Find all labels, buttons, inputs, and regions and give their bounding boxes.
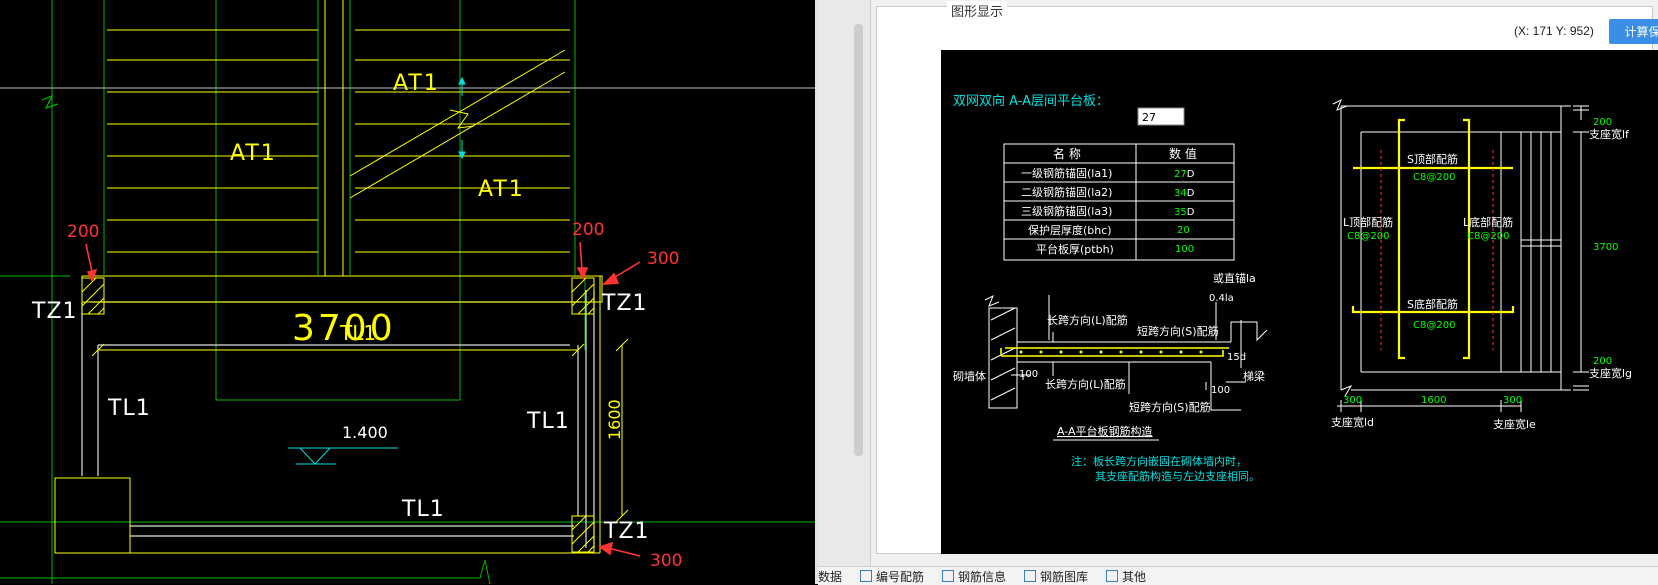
label-short-top: 短跨方向(S)配筋 <box>1137 324 1219 338</box>
label-wall: 砌墙体 <box>953 369 986 383</box>
value-unit: D <box>1187 188 1195 199</box>
value-number: 34 <box>1174 188 1187 199</box>
dim-label: 200 <box>572 220 604 240</box>
table-cell-name: 平台板厚(ptbh) <box>1036 242 1114 256</box>
label-tl1: TL1 <box>107 396 151 421</box>
rebar-detail-svg: 双网双向 A-A层间平台板： 27 名 称 数 <box>953 93 1632 483</box>
doc-icon <box>860 570 872 582</box>
calculate-save-button[interactable]: 计算保存 <box>1609 19 1658 44</box>
label-long-bottom: 长跨方向(L)配筋 <box>1045 377 1126 391</box>
dim-200-top: 200 <box>1593 117 1612 128</box>
value-number: 35 <box>1174 207 1187 218</box>
spec-s-top: C8@200 <box>1413 172 1455 183</box>
spec-l-bottom: C8@200 <box>1467 231 1509 242</box>
table-cell-value[interactable]: 27D <box>1174 169 1195 180</box>
label-tl1: TL1 <box>526 409 570 434</box>
label-l-top: L顶部配筋 <box>1343 215 1393 229</box>
side-scrollbar[interactable] <box>854 24 863 456</box>
label-long-top: 长跨方向(L)配筋 <box>1047 313 1128 327</box>
dim-1600: 1600 <box>605 399 624 440</box>
tab-rebar-library[interactable]: 钢筋图库 <box>1024 568 1088 585</box>
table-header-name: 名 称 <box>1053 146 1081 161</box>
rebar-app-window: 图形显示 (X: 171 Y: 952) 计算保存 双网双向 A-A层间平台板：… <box>818 0 1658 585</box>
spec-l-top: C8@200 <box>1347 231 1389 242</box>
dim-3700: 3700 <box>292 308 396 349</box>
cad-viewport[interactable]: AT1 AT1 AT1 200 200 300 300 3700 TL1 TZ1… <box>0 0 818 584</box>
drawing-title: 双网双向 A-A层间平台板： <box>953 93 1109 109</box>
label-support-lg: 支座宽lg <box>1589 366 1632 380</box>
label-at1: AT1 <box>393 71 440 96</box>
table-cell-value[interactable]: 35D <box>1174 207 1195 218</box>
plan-rebars <box>1351 118 1515 360</box>
panel-title: 图形显示 <box>947 1 1008 20</box>
label-tz1: TZ1 <box>601 291 648 316</box>
note-line-1: 注：板长跨方向嵌固在砌体墙内时， <box>1071 454 1247 468</box>
tab-numbering-rebar[interactable]: 编号配筋 <box>860 568 924 585</box>
dim-3700: 3700 <box>1593 242 1618 253</box>
label-support-le: 支座宽le <box>1493 417 1536 431</box>
table-cell-name: 一级钢筋锚固(la1) <box>1021 166 1112 180</box>
table-cell-value[interactable]: 20 <box>1177 225 1190 236</box>
doc-icon <box>1106 570 1118 582</box>
dim-label: 200 <box>67 222 99 242</box>
note-line-2: 其支座配筋构造与左边支座相同。 <box>1095 469 1260 483</box>
table-cell-name: 三级钢筋锚固(la3) <box>1021 204 1112 218</box>
label-support-ld: 支座宽ld <box>1331 415 1374 429</box>
coordinate-readout: (X: 171 Y: 952) <box>1514 24 1594 38</box>
label-s-bottom: S底部配筋 <box>1407 297 1458 311</box>
table-cell-name: 保护层厚度(bhc) <box>1028 223 1112 237</box>
dim-300-left: 300 <box>1343 395 1362 406</box>
elevation-label: 1.400 <box>342 423 388 442</box>
table-cell-value[interactable]: 100 <box>1175 244 1194 255</box>
dim-200-bottom: 200 <box>1593 356 1612 367</box>
graphic-display-group: 图形显示 (X: 171 Y: 952) 计算保存 双网双向 A-A层间平台板：… <box>876 1 1658 554</box>
label-tz1: TZ1 <box>31 299 78 324</box>
label-s-top: S顶部配筋 <box>1407 152 1458 166</box>
label-at1: AT1 <box>230 141 277 166</box>
image-icon <box>1024 570 1036 582</box>
side-list-pane <box>818 0 871 570</box>
table-cell-value[interactable]: 34D <box>1174 188 1195 199</box>
label-tl1: TL1 <box>401 497 445 522</box>
section-detail-lines <box>984 294 1268 411</box>
label-support-lf: 支座宽lf <box>1589 127 1630 141</box>
list-icon <box>942 570 954 582</box>
label-at1: AT1 <box>478 177 525 202</box>
label-04la: 0.4la <box>1209 293 1234 304</box>
section-caption: A-A平台板钢筋构造 <box>1057 424 1153 438</box>
rebar-drawing-canvas: 双网双向 A-A层间平台板： 27 名 称 数 <box>941 50 1658 554</box>
plan-outline <box>1332 98 1589 412</box>
label-tl1: TL1 <box>339 321 376 345</box>
label-or-anchor: 或直锚la <box>1213 271 1256 285</box>
spec-s-bottom: C8@200 <box>1413 320 1455 331</box>
cad-drawing: AT1 AT1 AT1 200 200 300 300 3700 TL1 TZ1… <box>0 0 818 584</box>
value-unit: D <box>1187 207 1195 218</box>
tab-data[interactable]: 数据 <box>818 570 843 584</box>
tab-other[interactable]: 其他 <box>1106 568 1146 585</box>
label-short-bottom: 短跨方向(S)配筋 <box>1129 400 1211 414</box>
dim-label: 300 <box>650 551 682 571</box>
dim-1600: 1600 <box>1421 395 1446 406</box>
label-stair-beam: 梯梁 <box>1243 369 1265 383</box>
bottom-tab-bar: 数据 编号配筋 钢筋信息 钢筋图库 其他 <box>818 566 1658 585</box>
dim-300-right: 300 <box>1503 395 1522 406</box>
label-15d: 15d <box>1227 352 1246 363</box>
anchor-input-value[interactable]: 27 <box>1142 111 1156 124</box>
tab-rebar-info[interactable]: 钢筋信息 <box>942 568 1006 585</box>
anchor-input-box[interactable] <box>1137 107 1185 126</box>
table-cell-name: 二级钢筋锚固(la2) <box>1021 185 1112 199</box>
dim-label: 300 <box>647 249 679 269</box>
parameter-table <box>1003 143 1235 261</box>
label-tz1: TZ1 <box>603 519 650 544</box>
label-100-beam: 100 <box>1211 385 1230 396</box>
value-number: 27 <box>1174 169 1187 180</box>
table-header-value: 数 值 <box>1169 146 1197 161</box>
value-unit: D <box>1187 169 1195 180</box>
label-l-bottom: L底部配筋 <box>1463 215 1513 229</box>
label-100-wall: 100 <box>1019 369 1038 380</box>
pane-divider[interactable] <box>815 0 818 584</box>
